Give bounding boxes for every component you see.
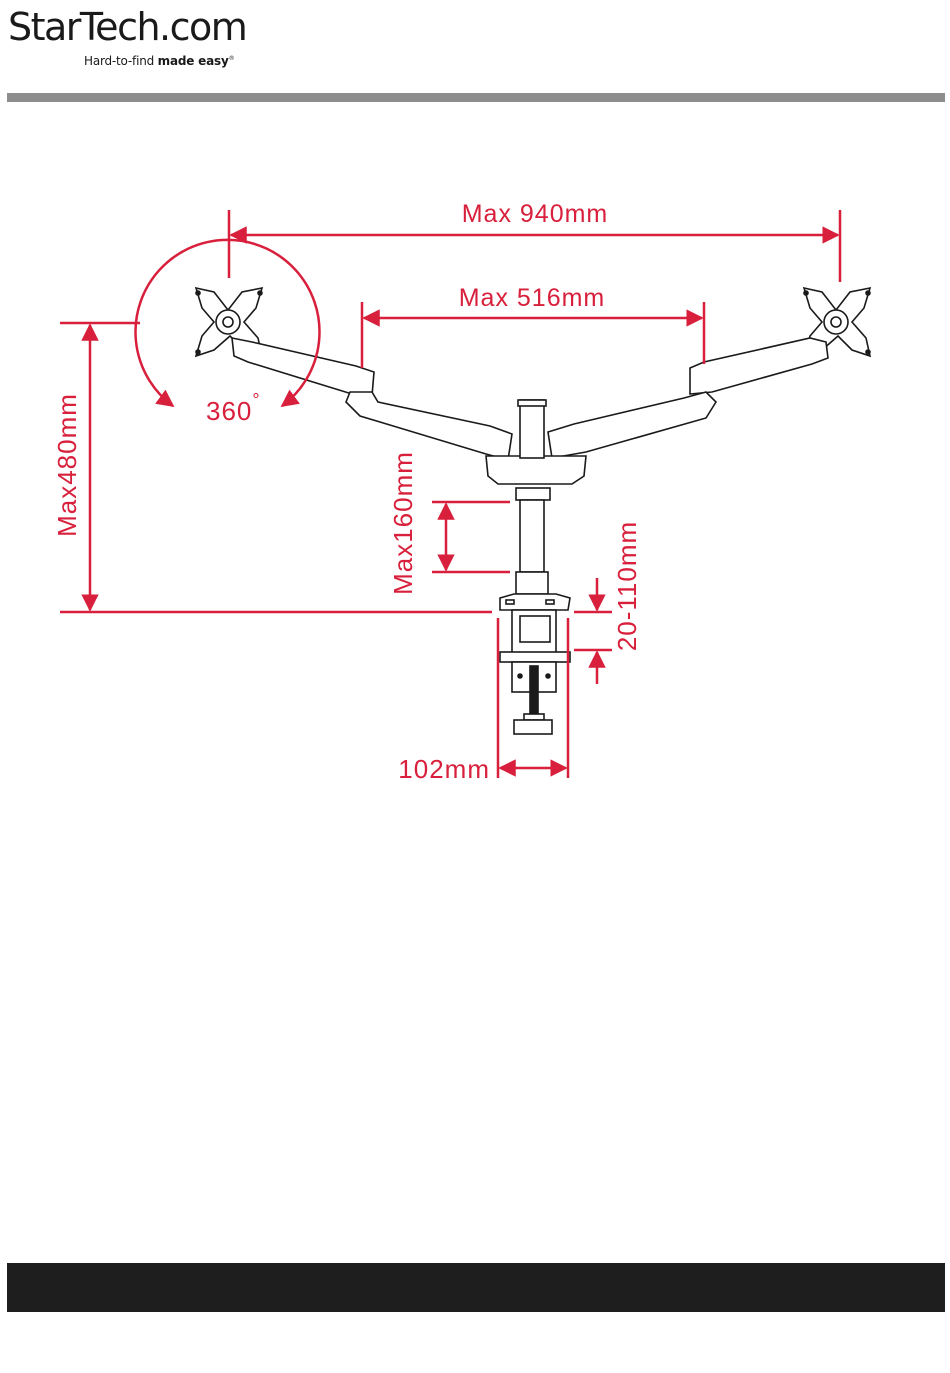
- support-pole: [520, 500, 544, 572]
- clamp-screw: [530, 666, 538, 718]
- dimension-lines: [60, 210, 840, 778]
- center-hub: [486, 456, 586, 484]
- label-max-span: Max 940mm: [462, 200, 609, 228]
- left-outer-arm: [232, 338, 374, 396]
- footer-bar: [7, 1263, 945, 1312]
- logo-wordmark: StarTech.com: [8, 4, 246, 50]
- clamp-knob: [514, 720, 552, 734]
- label-max-height: Max480mm: [52, 393, 82, 537]
- monitor-mount-drawing: [196, 288, 870, 734]
- label-rotation: 360°: [206, 390, 261, 426]
- right-inner-arm: [548, 392, 716, 458]
- right-outer-arm: [690, 338, 828, 394]
- dimension-diagram: Max 940mm Max 516mm 360° Max480mm Max160…: [0, 110, 950, 810]
- left-inner-arm: [346, 392, 512, 460]
- label-height-adjust: Max160mm: [388, 451, 418, 595]
- label-base-width: 102mm: [398, 754, 490, 784]
- logo-tagline: Hard-to-find made easy®: [84, 54, 234, 68]
- top-post: [520, 400, 544, 458]
- startech-logo: StarTech.com Hard-to-find made easy®: [8, 4, 268, 74]
- label-clamp-range: 20-110mm: [612, 521, 642, 651]
- height-collar: [516, 488, 550, 500]
- label-arm-span: Max 516mm: [459, 284, 606, 312]
- header-divider: [7, 93, 945, 102]
